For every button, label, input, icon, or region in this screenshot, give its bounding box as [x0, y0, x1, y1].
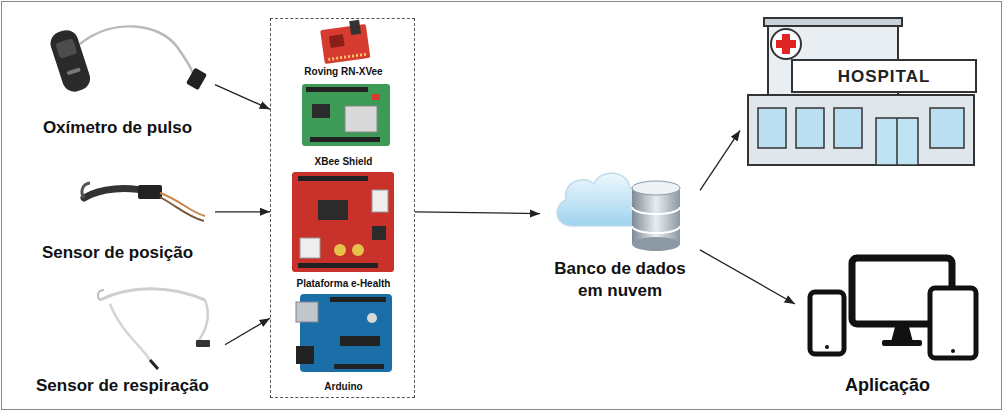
wifi-module-picture	[319, 19, 370, 64]
cloud-database: Banco de dados em nuvem	[540, 160, 700, 305]
hospital-picture	[748, 18, 976, 165]
hospital: HOSPITAL	[740, 18, 980, 170]
node-label: Arduino	[324, 380, 362, 393]
flow-arrow	[700, 130, 740, 190]
flow-arrow	[215, 211, 270, 212]
flow-arrow	[415, 212, 540, 214]
oximeter-picture	[47, 26, 207, 94]
flow-arrow	[700, 250, 795, 304]
board-item: XBee Shield	[286, 79, 401, 171]
sensor-item: Oxímetro de pulso	[20, 20, 215, 142]
application: Aplicação	[795, 250, 980, 400]
node-label: Oxímetro de pulso	[43, 117, 192, 139]
node-label: Roving RN-XVee	[304, 65, 382, 78]
node-label: Banco de dados em nuvem	[545, 258, 695, 302]
sensor-item: Sensor de posição	[20, 165, 215, 267]
node-label: HOSPITAL	[838, 66, 931, 88]
node-label: Sensor de posição	[42, 242, 193, 264]
xbee-shield-picture	[302, 84, 390, 146]
cloud-database-picture	[557, 173, 680, 251]
hardware-group: Roving RN-XVeeXBee ShieldPlataforma e-He…	[270, 18, 415, 398]
sensor-item: Sensor de respiração	[20, 285, 225, 400]
node-label: XBee Shield	[315, 155, 373, 168]
arduino-board-picture	[296, 294, 392, 372]
node-label: Aplicação	[845, 374, 930, 397]
node-label: Plataforma e-Health	[297, 277, 391, 290]
board-item: Roving RN-XVee	[286, 23, 401, 81]
board-item: Plataforma e-Health	[281, 171, 406, 293]
devices-picture	[810, 258, 976, 358]
flow-arrow	[215, 85, 270, 110]
board-item: Arduino	[286, 293, 401, 396]
position-sensor-picture	[82, 183, 205, 221]
ehealth-board-picture	[292, 172, 394, 272]
respiration-sensor-picture	[98, 289, 210, 369]
node-label: Sensor de respiração	[36, 375, 209, 397]
flow-arrow	[225, 318, 270, 345]
